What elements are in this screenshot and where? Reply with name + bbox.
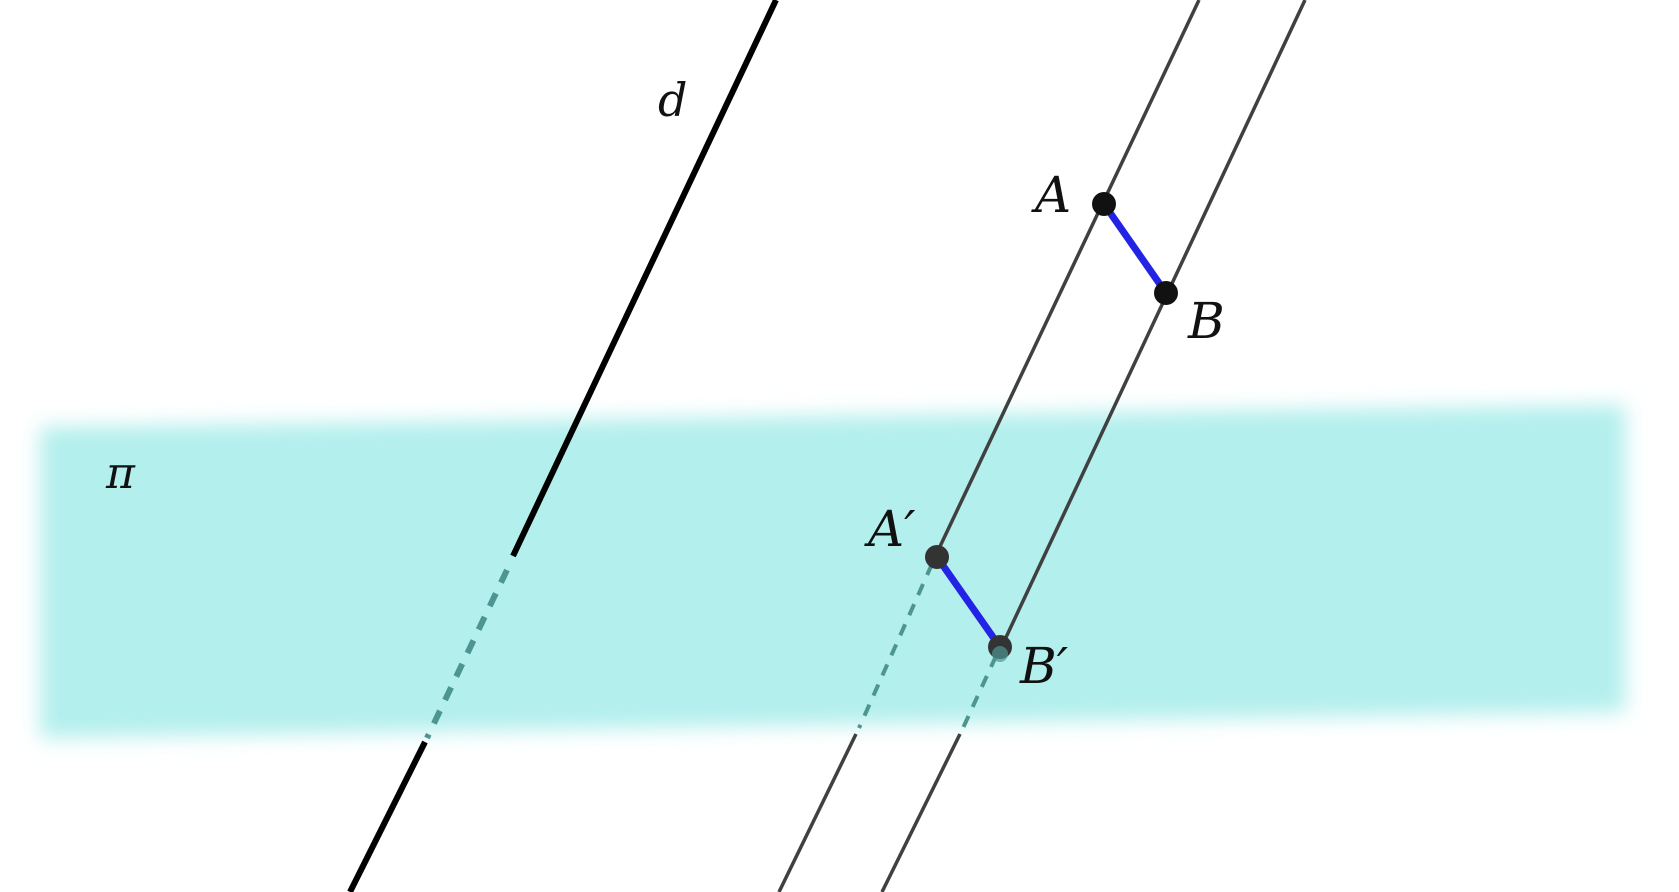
line-through-b-hidden	[961, 655, 998, 729]
point-b	[1154, 281, 1178, 305]
line-through-a-upper	[933, 0, 1201, 558]
label-pi: π	[105, 448, 136, 499]
label-b: B	[1187, 292, 1225, 350]
point-b-prime-shadow	[992, 646, 1008, 662]
point-a	[1092, 192, 1116, 216]
segment-ab	[1100, 200, 1170, 297]
label-a-prime: A′	[864, 500, 916, 558]
plane-pi	[40, 405, 1625, 738]
line-d-lower	[347, 740, 428, 892]
label-b-prime: B′	[1019, 637, 1069, 695]
line-through-b-upper	[999, 0, 1307, 649]
line-d-hidden	[424, 568, 510, 740]
line-through-a-lower	[777, 733, 858, 892]
line-d-upper	[510, 0, 779, 558]
line-through-b-lower	[880, 733, 962, 892]
point-a-prime	[925, 545, 949, 569]
line-through-a-hidden	[857, 563, 934, 729]
label-a: A	[1031, 166, 1071, 224]
label-d: d	[658, 73, 687, 127]
segment-a-prime-b-prime	[933, 553, 1004, 651]
